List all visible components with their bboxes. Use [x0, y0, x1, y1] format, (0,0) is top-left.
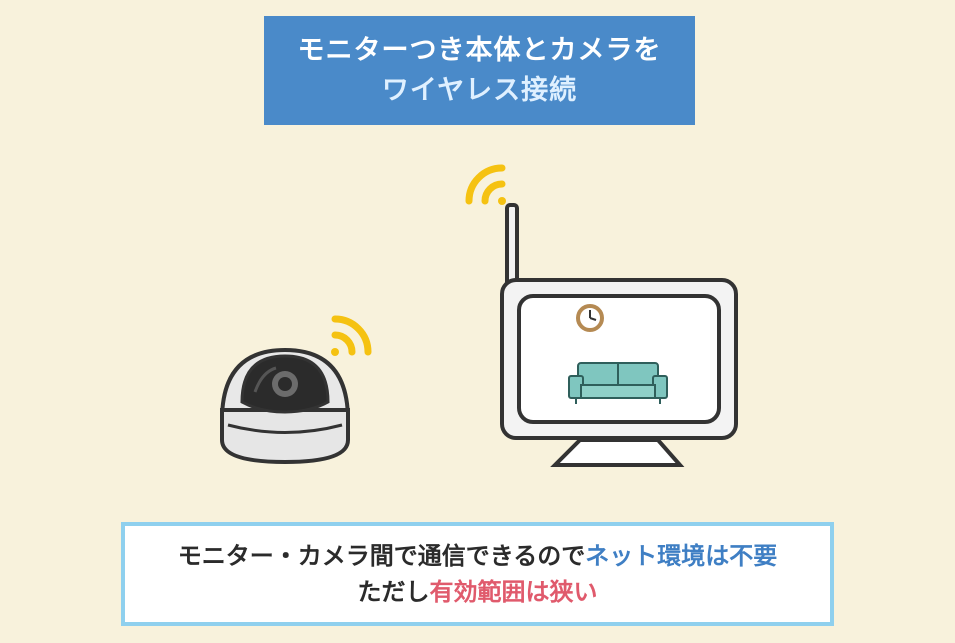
wifi-signal-icon — [331, 315, 372, 356]
caption-line-1-highlight: ネット環境は不要 — [585, 542, 778, 570]
caption-line-1-prefix: モニター・カメラ間で通信できるので — [177, 542, 586, 570]
sofa-icon — [568, 362, 668, 404]
wifi-signal-icon — [465, 164, 506, 205]
caption-line-2-prefix: ただし — [357, 578, 430, 606]
caption-line-2-highlight: 有効範囲は狭い — [429, 578, 598, 606]
title-line-1: モニターつき本体とカメラを — [297, 34, 662, 66]
caption-line-2: ただし有効範囲は狭い — [358, 574, 598, 610]
caption-box: モニター・カメラ間で通信できるのでネット環境は不要 ただし有効範囲は狭い — [121, 522, 834, 626]
monitor-icon — [500, 203, 738, 467]
caption-line-1: モニター・カメラ間で通信できるのでネット環境は不要 — [178, 538, 778, 574]
title-line-2: ワイヤレス接続 — [381, 74, 578, 106]
clock-icon — [576, 304, 604, 332]
title-banner: モニターつき本体とカメラを ワイヤレス接続 — [264, 16, 695, 125]
dome-camera-icon — [219, 347, 351, 465]
